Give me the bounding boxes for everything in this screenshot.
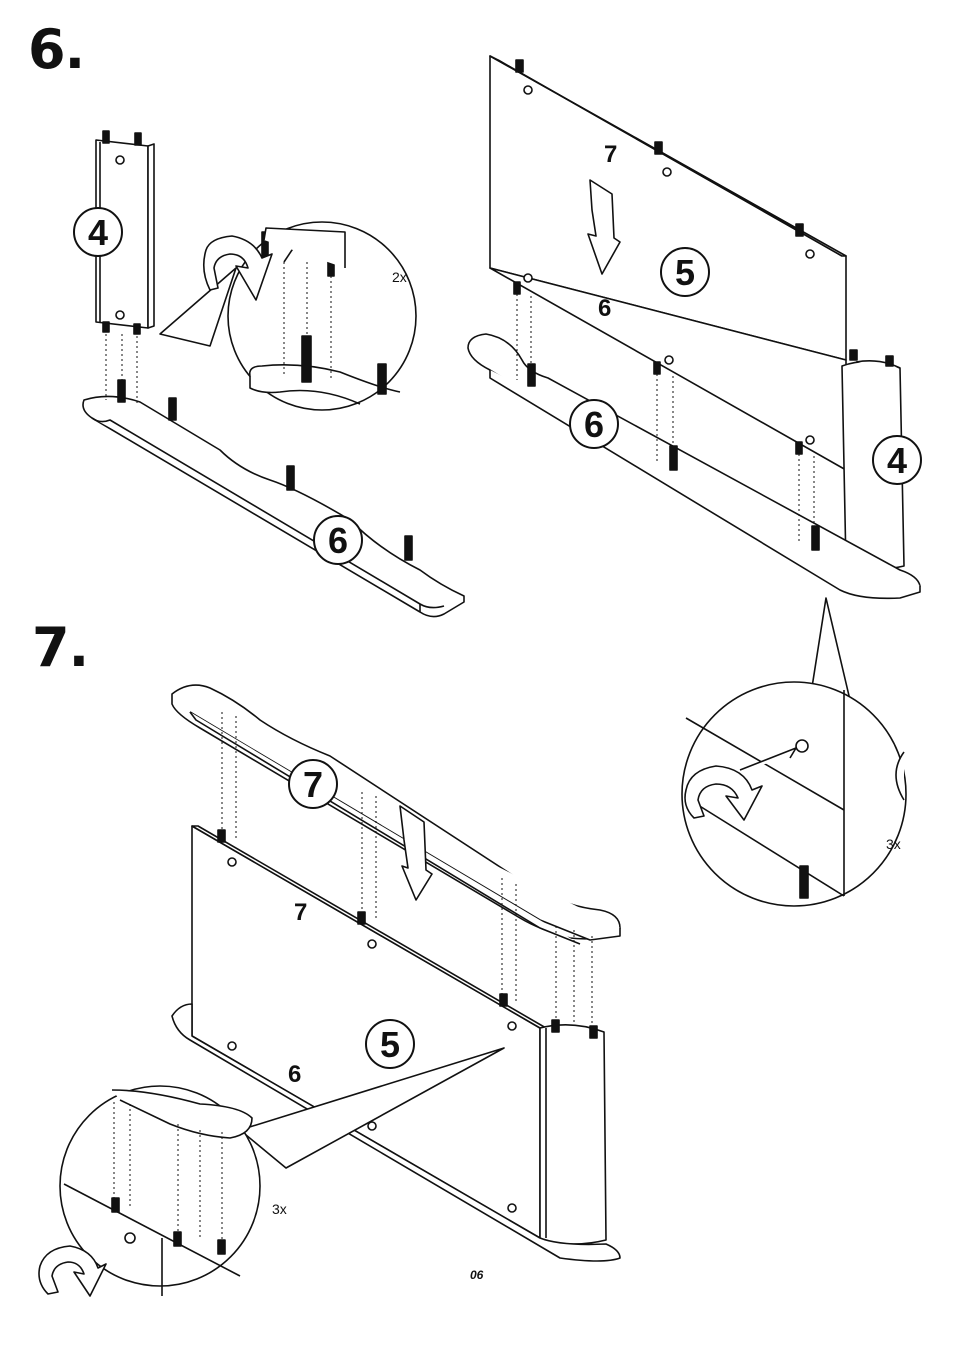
part-badge-label: 7 (303, 764, 323, 805)
cam-bolt-icon (118, 380, 412, 560)
part-label-7: 7 (604, 141, 617, 168)
part-badge-label: 5 (675, 252, 695, 293)
detail-zoom-circle-6b (682, 598, 906, 906)
part-label-6: 6 (288, 1061, 301, 1088)
part-6-base-left (83, 396, 464, 616)
part-badge-label: 6 (328, 520, 348, 561)
part-label-7: 7 (294, 899, 307, 926)
qty-label: 2x (392, 269, 407, 285)
page-number: 06 (470, 1268, 483, 1282)
qty-label: 3x (272, 1201, 287, 1217)
part-label-6: 6 (598, 295, 611, 322)
part-badge-label: 4 (887, 440, 907, 481)
part-badge-label: 5 (380, 1024, 400, 1065)
qty-label: 3x (886, 836, 901, 852)
part-4-upright-step7 (540, 1025, 606, 1244)
part-badge-label: 6 (584, 404, 604, 445)
detail-zoom-circle-6a (160, 222, 416, 410)
part-badge-label: 4 (88, 212, 108, 253)
